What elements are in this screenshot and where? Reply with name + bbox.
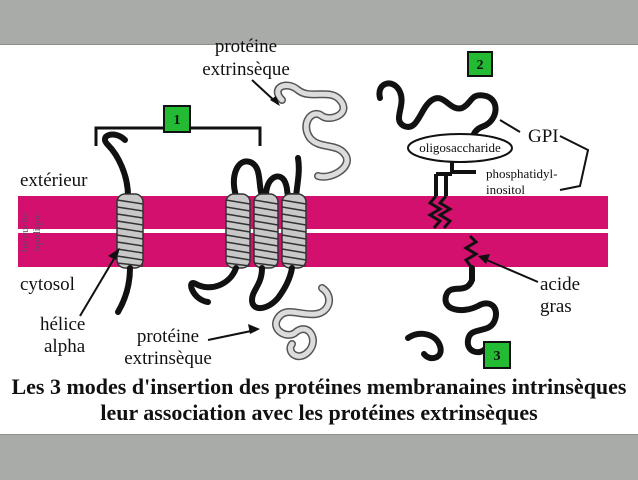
- caption-line-2: leur association avec les protéines extr…: [100, 400, 538, 425]
- label-proteine-top-1: protéine: [215, 36, 277, 57]
- box-2: [467, 51, 493, 77]
- label-phosphatidyl: phosphatidyl-: [486, 166, 558, 181]
- box-3-label: 3: [494, 349, 501, 364]
- label-gpi: GPI: [528, 126, 559, 147]
- arrow-acide-gras: [481, 257, 539, 283]
- arrow-helice: [79, 251, 119, 317]
- label-acide: acide: [540, 274, 580, 295]
- box-1-label: 1: [174, 113, 181, 128]
- gpi-lipid-tails: [427, 195, 453, 229]
- label-proteine-bottom-2: extrinsèque: [124, 348, 212, 369]
- label-proteine-bottom-1: protéine: [137, 326, 199, 347]
- label-cytosol: cytosol: [20, 274, 75, 295]
- single-pass-helix: [116, 193, 144, 269]
- label-alpha: alpha: [44, 336, 86, 357]
- fatty-acid-protein-chain: [442, 265, 499, 356]
- multi-pass-helices: [225, 193, 307, 269]
- bottom-gray-band: [0, 434, 638, 480]
- box-3: [483, 341, 511, 369]
- extrinsic-protein-bottom: [272, 284, 334, 361]
- arrow-proteine-bottom: [207, 329, 257, 341]
- gpi-protein-chain: [376, 80, 499, 153]
- membrane-inner-leaflet: [18, 233, 608, 267]
- oligosaccharide-ellipse: [407, 133, 513, 163]
- single-pass-cytosol-tail: [115, 265, 133, 315]
- fatty-acid-protein-tail: [405, 330, 444, 362]
- label-proteine-top-2: extrinsèque: [202, 59, 290, 80]
- label-helice: hélice: [40, 314, 85, 335]
- bicouche-label: bicouche: [19, 212, 31, 252]
- multi-pass-cytosol-loops: [188, 265, 295, 311]
- box-1: [163, 105, 191, 133]
- top-gray-band: [0, 0, 638, 45]
- lipidique-label: lipidique: [31, 212, 43, 251]
- fatty-acid-lipid-tail: [463, 234, 479, 269]
- label-oligosaccharide: oligosaccharide: [419, 140, 501, 155]
- caption-line-1: Les 3 modes d'insertion des protéines me…: [11, 374, 626, 399]
- membrane-outer-leaflet: [18, 196, 608, 229]
- multi-pass-outer-loops: [230, 155, 302, 199]
- label-exterieur: extérieur: [20, 170, 88, 191]
- gpi-bracket: [499, 119, 590, 191]
- single-pass-outer-loop: [102, 131, 131, 199]
- gpi-anchor-stem: [434, 162, 476, 196]
- label-gras: gras: [540, 296, 572, 317]
- label-inositol: inositol: [486, 182, 525, 197]
- box-2-label: 2: [477, 58, 484, 73]
